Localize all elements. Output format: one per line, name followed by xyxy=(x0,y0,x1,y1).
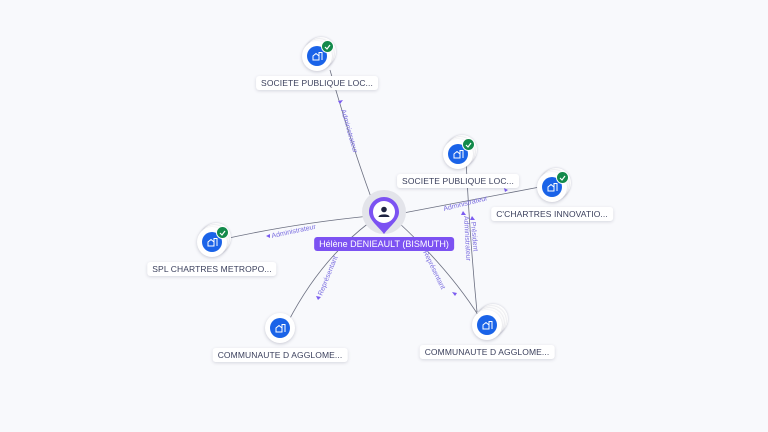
edge-center-n6 xyxy=(397,221,481,319)
verified-badge-icon xyxy=(556,171,569,184)
company-node-label[interactable]: COMMUNAUTE D AGGLOME... xyxy=(419,345,555,359)
company-node-disc xyxy=(472,310,502,340)
arrow-icon xyxy=(452,292,457,296)
person-pin-icon xyxy=(369,197,399,234)
edge-label-n1: Administrateur xyxy=(339,109,358,155)
edge-label-n2-president: Président xyxy=(469,222,479,252)
verified-badge-icon xyxy=(321,40,334,53)
company-node-disc xyxy=(537,172,567,202)
building-icon xyxy=(453,150,463,159)
center-node-label[interactable]: Hélène DENIEAULT (BISMUTH) xyxy=(314,237,454,251)
arrow-icon xyxy=(338,100,343,104)
arrow-icon xyxy=(266,234,270,238)
arrow-icon xyxy=(316,296,321,300)
company-node-disc xyxy=(265,313,295,343)
edge-label-n3: Administrateur xyxy=(443,195,489,213)
company-node-label[interactable]: SOCIETE PUBLIQUE LOC... xyxy=(256,76,378,90)
company-node-label[interactable]: SOCIETE PUBLIQUE LOC... xyxy=(397,174,519,188)
building-icon xyxy=(312,52,322,61)
edge-label-n2-admin: Administrateur xyxy=(462,216,471,262)
verified-badge-icon xyxy=(462,138,475,151)
edge-center-n4 xyxy=(219,215,371,241)
building-icon xyxy=(275,324,285,333)
edge-center-n3 xyxy=(397,185,546,215)
arrow-icon xyxy=(470,216,475,220)
building-icon xyxy=(207,238,217,247)
edge-center-n5 xyxy=(287,221,371,323)
arrow-icon xyxy=(461,211,466,215)
edge-label-n6: Représentant xyxy=(421,250,446,291)
building-icon xyxy=(482,321,492,330)
company-node-label[interactable]: SPL CHARTRES METROPO... xyxy=(147,262,277,276)
building-icon xyxy=(547,183,557,192)
center-node[interactable] xyxy=(368,196,400,241)
company-node-label[interactable]: COMMUNAUTE D AGGLOME... xyxy=(212,348,348,362)
company-node-label[interactable]: C'CHARTRES INNOVATIO... xyxy=(491,207,613,221)
arrow-icon xyxy=(504,188,508,192)
verified-badge-icon xyxy=(216,226,229,239)
